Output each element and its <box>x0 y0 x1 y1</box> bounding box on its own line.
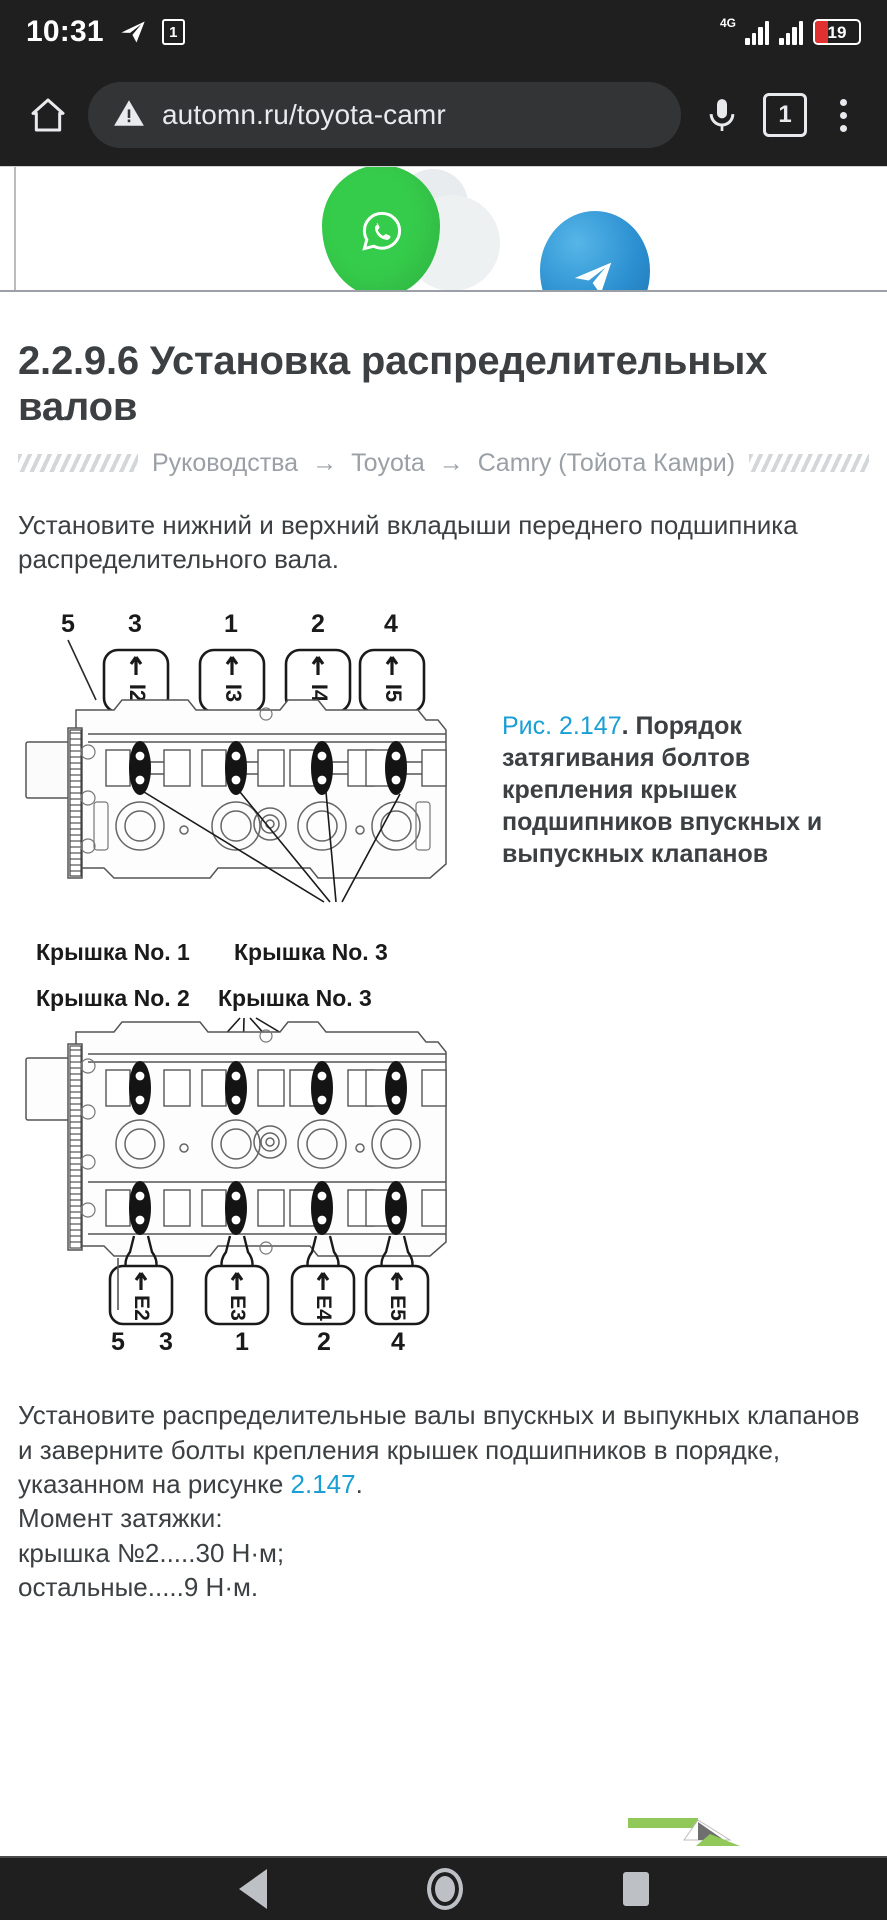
cover-labels-row-2: Крышка No. 2 Крышка No. 3 <box>36 985 372 1011</box>
sim-badge-icon: 1 <box>161 19 185 45</box>
label-cover-no-3-top: Крышка No. 3 <box>234 939 388 965</box>
closing-line-3-post: . <box>355 1469 363 1500</box>
address-bar[interactable]: automn.ru/toyota-camr <box>88 82 681 148</box>
whatsapp-icon <box>322 167 440 290</box>
diagram-top-number-4: 4 <box>384 610 398 638</box>
diagram-top-number-1: 1 <box>224 610 238 638</box>
label-cover-no-1: Крышка No. 1 <box>36 939 190 965</box>
intro-paragraph: Установите нижний и верхний вкладыши пер… <box>18 509 798 575</box>
page-title: 2.2.9.6 Установка распределительных вало… <box>18 339 768 430</box>
hatch-decoration-left <box>18 454 138 473</box>
recents-square-icon[interactable] <box>622 1872 649 1906</box>
breadcrumb-separator: → <box>438 448 464 477</box>
callout-label-i5: I5 <box>381 684 406 702</box>
diagram-bottom-number-1: 1 <box>235 1328 249 1356</box>
diagram-bottom-numbers: 5 3 1 2 4 <box>111 1328 405 1356</box>
telegram-icon <box>118 18 148 46</box>
article-body: 2.2.9.6 Установка распределительных вало… <box>0 338 887 1604</box>
overflow-menu-icon[interactable] <box>821 88 865 142</box>
breadcrumb-item-toyota[interactable]: Toyota <box>351 448 425 477</box>
figure-caption-text: . Порядок затягивания болтов крепления к… <box>502 712 823 869</box>
diagram-bottom-number-2: 2 <box>317 1328 331 1356</box>
home-icon[interactable] <box>22 89 74 141</box>
home-circle-icon[interactable] <box>426 1868 463 1910</box>
network-type-label: 4G <box>720 16 737 30</box>
diagram-top-number-3: 3 <box>128 610 142 638</box>
camshaft-diagram-exhaust: E2 E3 E4 E5 <box>25 1017 447 1326</box>
browser-toolbar: automn.ru/toyota-camr 1 <box>0 64 887 166</box>
breadcrumb: Руководства → Toyota → Camry (Тойота Кам… <box>18 449 869 478</box>
callout-label-e5: E5 <box>386 1296 409 1322</box>
diagram-top-number-2: 2 <box>311 610 325 638</box>
web-page-content: 2.2.9.6 Установка распределительных вало… <box>0 166 887 1856</box>
diagram-column: 5 3 1 2 4 <box>18 602 488 1364</box>
bottom-partial-graphic <box>624 1812 744 1852</box>
hatch-decoration-right <box>749 454 869 473</box>
callout-label-i4: I4 <box>307 684 332 703</box>
ad-banner[interactable] <box>0 166 887 292</box>
callout-label-i3: I3 <box>221 684 246 702</box>
diagram-bottom-number-4: 4 <box>391 1328 405 1356</box>
callout-label-i2: I2 <box>125 684 150 702</box>
figure-number-link[interactable]: Рис. 2.147 <box>502 712 622 741</box>
back-triangle-icon[interactable] <box>238 1869 267 1909</box>
signal-strength-2-icon <box>779 19 803 45</box>
telegram-glyph-icon <box>570 255 616 290</box>
label-cover-no-3-bottom: Крышка No. 3 <box>218 985 372 1011</box>
status-bar: 10:31 1 4G 19 <box>0 0 887 64</box>
figure-reference-link[interactable]: 2.147 <box>290 1469 356 1500</box>
url-text: automn.ru/toyota-camr <box>162 99 446 130</box>
torque-value-cover2: крышка №2.....30 Н·м; <box>18 1537 285 1568</box>
callout-label-e3: E3 <box>226 1296 249 1322</box>
status-bar-left: 10:31 1 <box>26 15 185 49</box>
diagram-top-number-5: 5 <box>61 610 75 638</box>
torque-heading: Момент затяжки: <box>18 1503 223 1534</box>
status-clock: 10:31 <box>26 15 104 48</box>
figure-2-147: 5 3 1 2 4 <box>18 602 869 1364</box>
closing-line-3-pre: порядке, указанном на рисунке <box>18 1434 781 1500</box>
diagram-bottom-number-5: 5 <box>111 1328 125 1356</box>
closing-line-2: клапанов и заверните болты крепления кры… <box>18 1400 860 1465</box>
closing-paragraph: Установите распределительные валы впускн… <box>18 1398 869 1501</box>
camshaft-diagram-intake: 5 3 1 2 4 <box>25 610 447 904</box>
android-nav-bar <box>0 1856 887 1920</box>
battery-level-label: 19 <box>827 22 847 42</box>
diagram-bottom-number-3: 3 <box>159 1328 173 1356</box>
status-bar-right: 4G 19 <box>720 16 861 45</box>
battery-icon: 19 <box>813 19 861 45</box>
breadcrumb-item-manuals[interactable]: Руководства <box>151 448 299 477</box>
figure-caption: Рис. 2.147. Порядок затягивания болтов к… <box>502 710 869 870</box>
torque-value-others: остальные.....9 Н·м. <box>18 1571 259 1602</box>
cover-labels-row-1: Крышка No. 1 Крышка No. 3 <box>36 939 388 965</box>
closing-line-1: Установите распределительные валы впускн… <box>18 1400 740 1431</box>
tab-switcher-button[interactable]: 1 <box>763 93 807 137</box>
signal-strength-1-icon: 4G <box>720 16 769 45</box>
whatsapp-glyph-icon <box>358 207 406 260</box>
breadcrumb-item-camry[interactable]: Camry (Тойота Камри) <box>477 448 736 477</box>
breadcrumb-separator: → <box>312 448 338 477</box>
callout-label-e4: E4 <box>312 1296 335 1322</box>
warning-triangle-icon <box>112 96 146 135</box>
label-cover-no-2: Крышка No. 2 <box>36 985 190 1011</box>
microphone-icon[interactable] <box>695 88 749 142</box>
callout-label-e2: E2 <box>130 1296 153 1322</box>
figure-caption-column: Рис. 2.147. Порядок затягивания болтов к… <box>488 602 869 1364</box>
